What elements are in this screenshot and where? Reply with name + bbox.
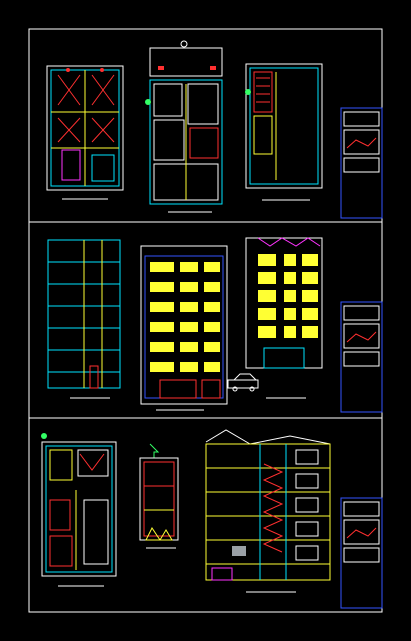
sheet-3 [41,429,383,609]
floor-plan-1[interactable] [46,65,124,200]
floor-plan-2[interactable] [145,40,223,213]
floor-plan-3[interactable] [245,63,323,201]
detail-plan[interactable] [139,443,179,549]
sheet-1 [46,40,383,219]
north-arrow-icon [149,443,160,458]
title-block-1[interactable] [340,107,383,219]
elevation-section[interactable] [47,239,121,399]
floor-plan-4[interactable] [41,433,117,587]
title-block-2[interactable] [340,301,383,413]
elevation-side[interactable] [227,237,323,399]
building-section[interactable] [205,429,331,593]
car-icon [227,373,259,392]
sheet-2 [47,237,383,413]
elevation-front[interactable] [140,245,228,411]
title-block-3[interactable] [340,497,383,609]
